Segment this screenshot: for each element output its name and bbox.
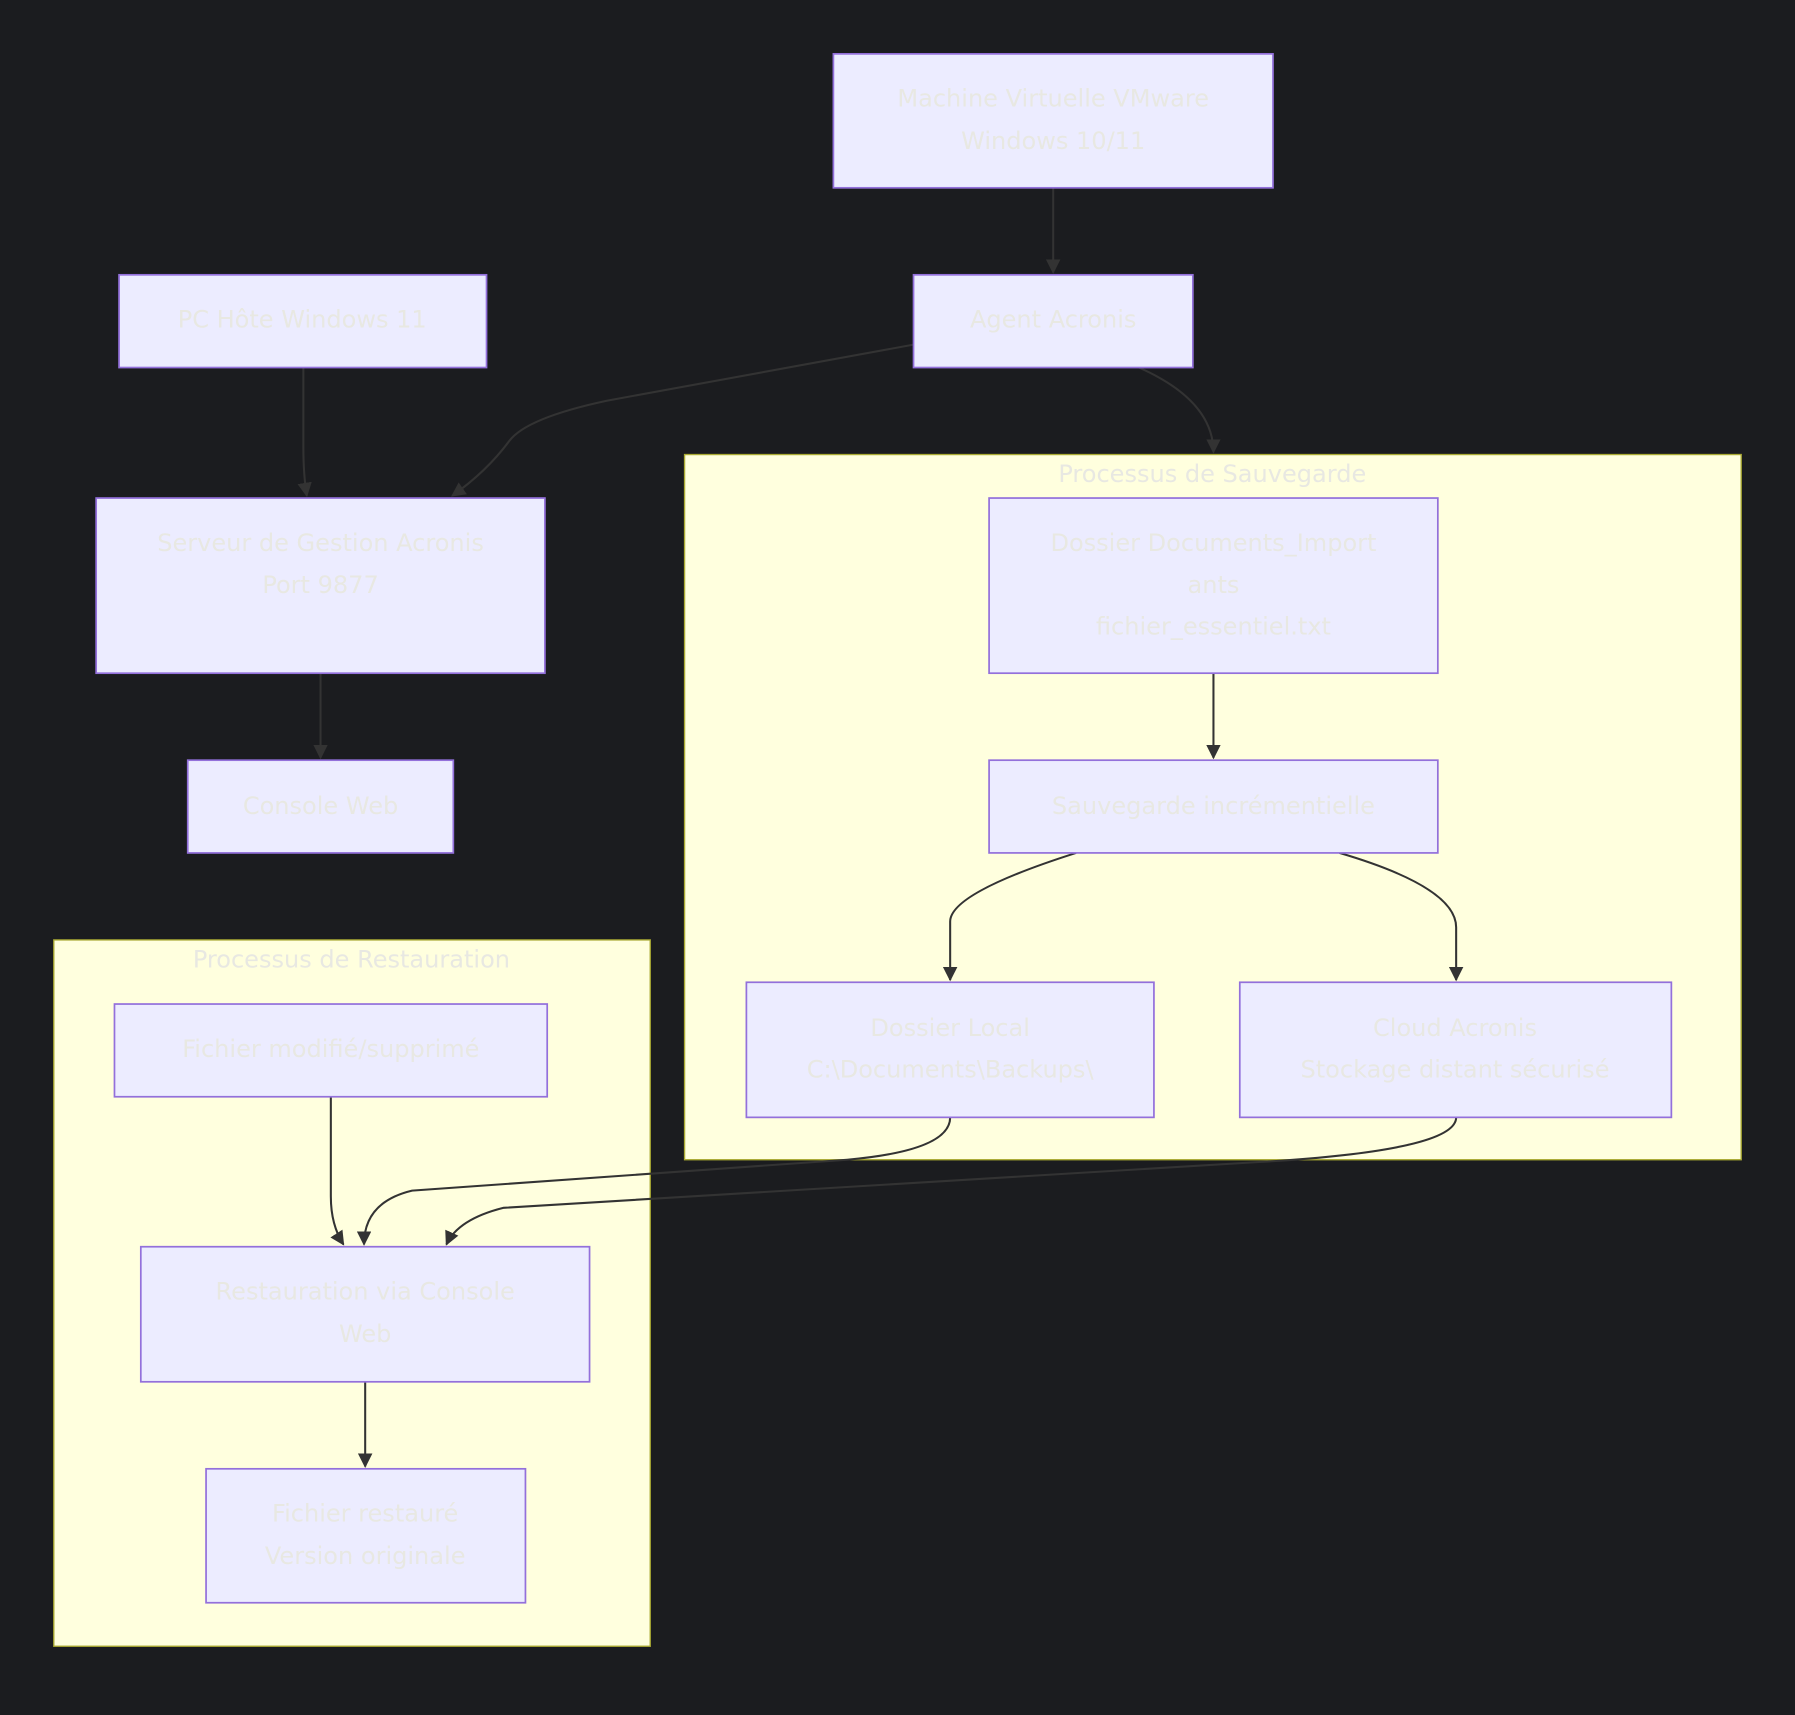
edge-agent-serveur xyxy=(451,343,914,497)
node-modifie[interactable]: Fichier modifié/supprimé xyxy=(113,1003,549,1098)
node-label: Serveur de Gestion Acronis xyxy=(157,529,484,557)
node-label: fichier_essentiel.txt xyxy=(1096,612,1331,640)
node-label: Restauration via Console xyxy=(216,1278,515,1306)
node-label: Dossier Local xyxy=(870,1014,1030,1042)
node-label: Machine Virtuelle VMware xyxy=(897,85,1209,113)
node-label: Fichier modifié/supprimé xyxy=(182,1035,479,1063)
node-label: PC Hôte Windows 11 xyxy=(178,306,427,334)
cluster-title: Processus de Sauvegarde xyxy=(1058,460,1366,488)
node-local[interactable]: Dossier Local C:\Documents\Backups\ xyxy=(745,981,1155,1119)
node-serveur[interactable]: Serveur de Gestion Acronis Port 9877 xyxy=(95,497,546,675)
node-cloud[interactable]: Cloud Acronis Stockage distant sécurisé xyxy=(1238,981,1673,1119)
node-restauration[interactable]: Restauration via Console Web xyxy=(139,1245,591,1383)
node-label: Console Web xyxy=(243,792,398,820)
edge-incr-local xyxy=(942,851,1077,982)
edge-cloud-restauration xyxy=(445,1117,1458,1246)
node-restaure[interactable]: Fichier restauré Version originale xyxy=(205,1467,527,1604)
node-agent[interactable]: Agent Acronis xyxy=(912,273,1194,369)
node-label: Stockage distant sécurisé xyxy=(1301,1055,1610,1083)
edge-pc-serveur xyxy=(297,367,312,498)
node-docs[interactable]: Dossier Documents_Import ants fichier_es… xyxy=(988,497,1439,675)
node-pc[interactable]: PC Hôte Windows 11 xyxy=(118,273,488,369)
edge-modifie-restauration xyxy=(329,1096,345,1246)
edge-incr-cloud xyxy=(1339,851,1464,982)
cluster-title: Processus de Restauration xyxy=(193,946,510,974)
node-incr[interactable]: Sauvegarde incrémentielle xyxy=(988,759,1439,854)
node-label: Sauvegarde incrémentielle xyxy=(1052,792,1375,820)
node-label: Agent Acronis xyxy=(970,306,1136,334)
node-label: C:\Documents\Backups\ xyxy=(807,1055,1095,1083)
node-label: Cloud Acronis xyxy=(1373,1014,1537,1042)
node-label: Dossier Documents_Import xyxy=(1050,529,1376,557)
edge-agent-sauvegarde xyxy=(1138,366,1221,454)
node-console[interactable]: Console Web xyxy=(186,759,455,854)
node-label: Version originale xyxy=(265,1542,466,1570)
node-label: Fichier restauré xyxy=(272,1500,458,1528)
node-label: Windows 10/11 xyxy=(961,127,1145,155)
node-label: ants xyxy=(1188,571,1240,599)
node-vm[interactable]: Machine Virtuelle VMware Windows 10/11 xyxy=(832,53,1274,189)
node-label: Port 9877 xyxy=(262,571,378,599)
edge-local-restauration xyxy=(356,1117,952,1246)
node-label: Web xyxy=(339,1320,391,1348)
